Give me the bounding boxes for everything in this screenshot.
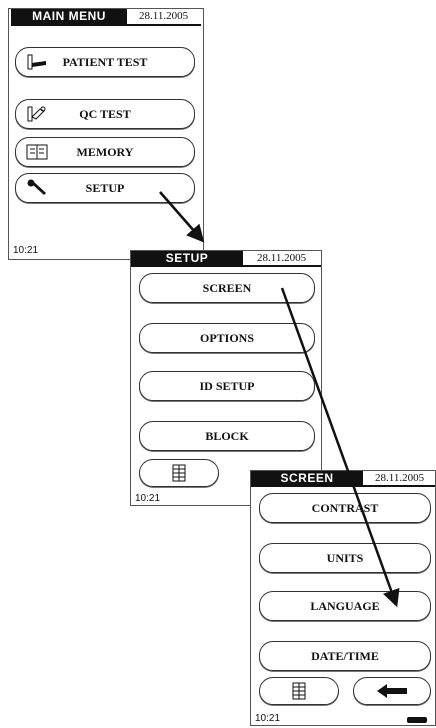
keypad-icon: [292, 682, 306, 700]
id-setup-button[interactable]: ID SETUP: [139, 371, 315, 401]
options-label: OPTIONS: [199, 330, 254, 345]
screen-button[interactable]: SCREEN: [139, 273, 315, 303]
setup-header-rule: [131, 265, 321, 267]
main-menu-title: MAIN MENU: [11, 9, 127, 24]
setup-screen: SETUP 28.11.2005 SCREEN OPTIONS ID SETUP…: [130, 250, 322, 506]
block-button[interactable]: BLOCK: [139, 421, 315, 451]
setup-date: 28.11.2005: [257, 252, 307, 264]
options-button[interactable]: OPTIONS: [139, 323, 315, 353]
patient-test-label: PATIENT TEST: [62, 54, 148, 69]
drop-on-strip-icon: [27, 54, 46, 70]
screen-settings-screen: SCREEN 28.11.2005 CONTRAST UNITS LANGUAG…: [250, 470, 436, 726]
screen-label: SCREEN: [202, 280, 252, 295]
keypad-button[interactable]: [259, 677, 339, 705]
patient-test-button[interactable]: PATIENT TEST: [15, 47, 195, 77]
units-label: UNITS: [326, 550, 364, 565]
screen-date: 28.11.2005: [375, 472, 425, 484]
date-time-label: DATE/TIME: [311, 648, 379, 663]
keypad-icon: [172, 464, 186, 482]
keypad-button[interactable]: [139, 459, 219, 487]
date-time-button[interactable]: DATE/TIME: [259, 641, 431, 671]
qc-strip-icon: [27, 106, 46, 122]
main-menu-date: 28.11.2005: [139, 10, 189, 22]
units-button[interactable]: UNITS: [259, 543, 431, 573]
back-arrow-icon: [377, 684, 407, 698]
id-setup-label: ID SETUP: [199, 378, 255, 393]
contrast-label: CONTRAST: [311, 500, 379, 515]
setup-title: SETUP: [131, 251, 243, 265]
main-menu-time: 10:21: [13, 245, 39, 256]
block-label: BLOCK: [205, 428, 249, 443]
qc-test-button[interactable]: QC TEST: [15, 99, 195, 129]
battery-icon: [407, 717, 427, 723]
memory-book-icon: [26, 144, 48, 160]
contrast-button[interactable]: CONTRAST: [259, 493, 431, 523]
language-label: LANGUAGE: [310, 598, 380, 613]
qc-test-label: QC TEST: [79, 106, 131, 121]
screen-title: SCREEN: [251, 471, 363, 485]
screen-header-rule: [251, 485, 435, 487]
main-menu-screen: MAIN MENU 28.11.2005 PATIENT TEST QC TES…: [8, 8, 204, 260]
back-button[interactable]: [353, 677, 431, 705]
setup-time: 10:21: [135, 493, 161, 504]
wrench-icon: [27, 179, 46, 195]
memory-button[interactable]: MEMORY: [15, 137, 195, 167]
screen-time: 10:21: [255, 713, 281, 724]
language-button[interactable]: LANGUAGE: [259, 591, 431, 621]
main-menu-header-rule: [11, 24, 201, 26]
setup-button[interactable]: SETUP: [15, 173, 195, 203]
memory-label: MEMORY: [76, 144, 134, 159]
setup-label: SETUP: [85, 180, 125, 195]
